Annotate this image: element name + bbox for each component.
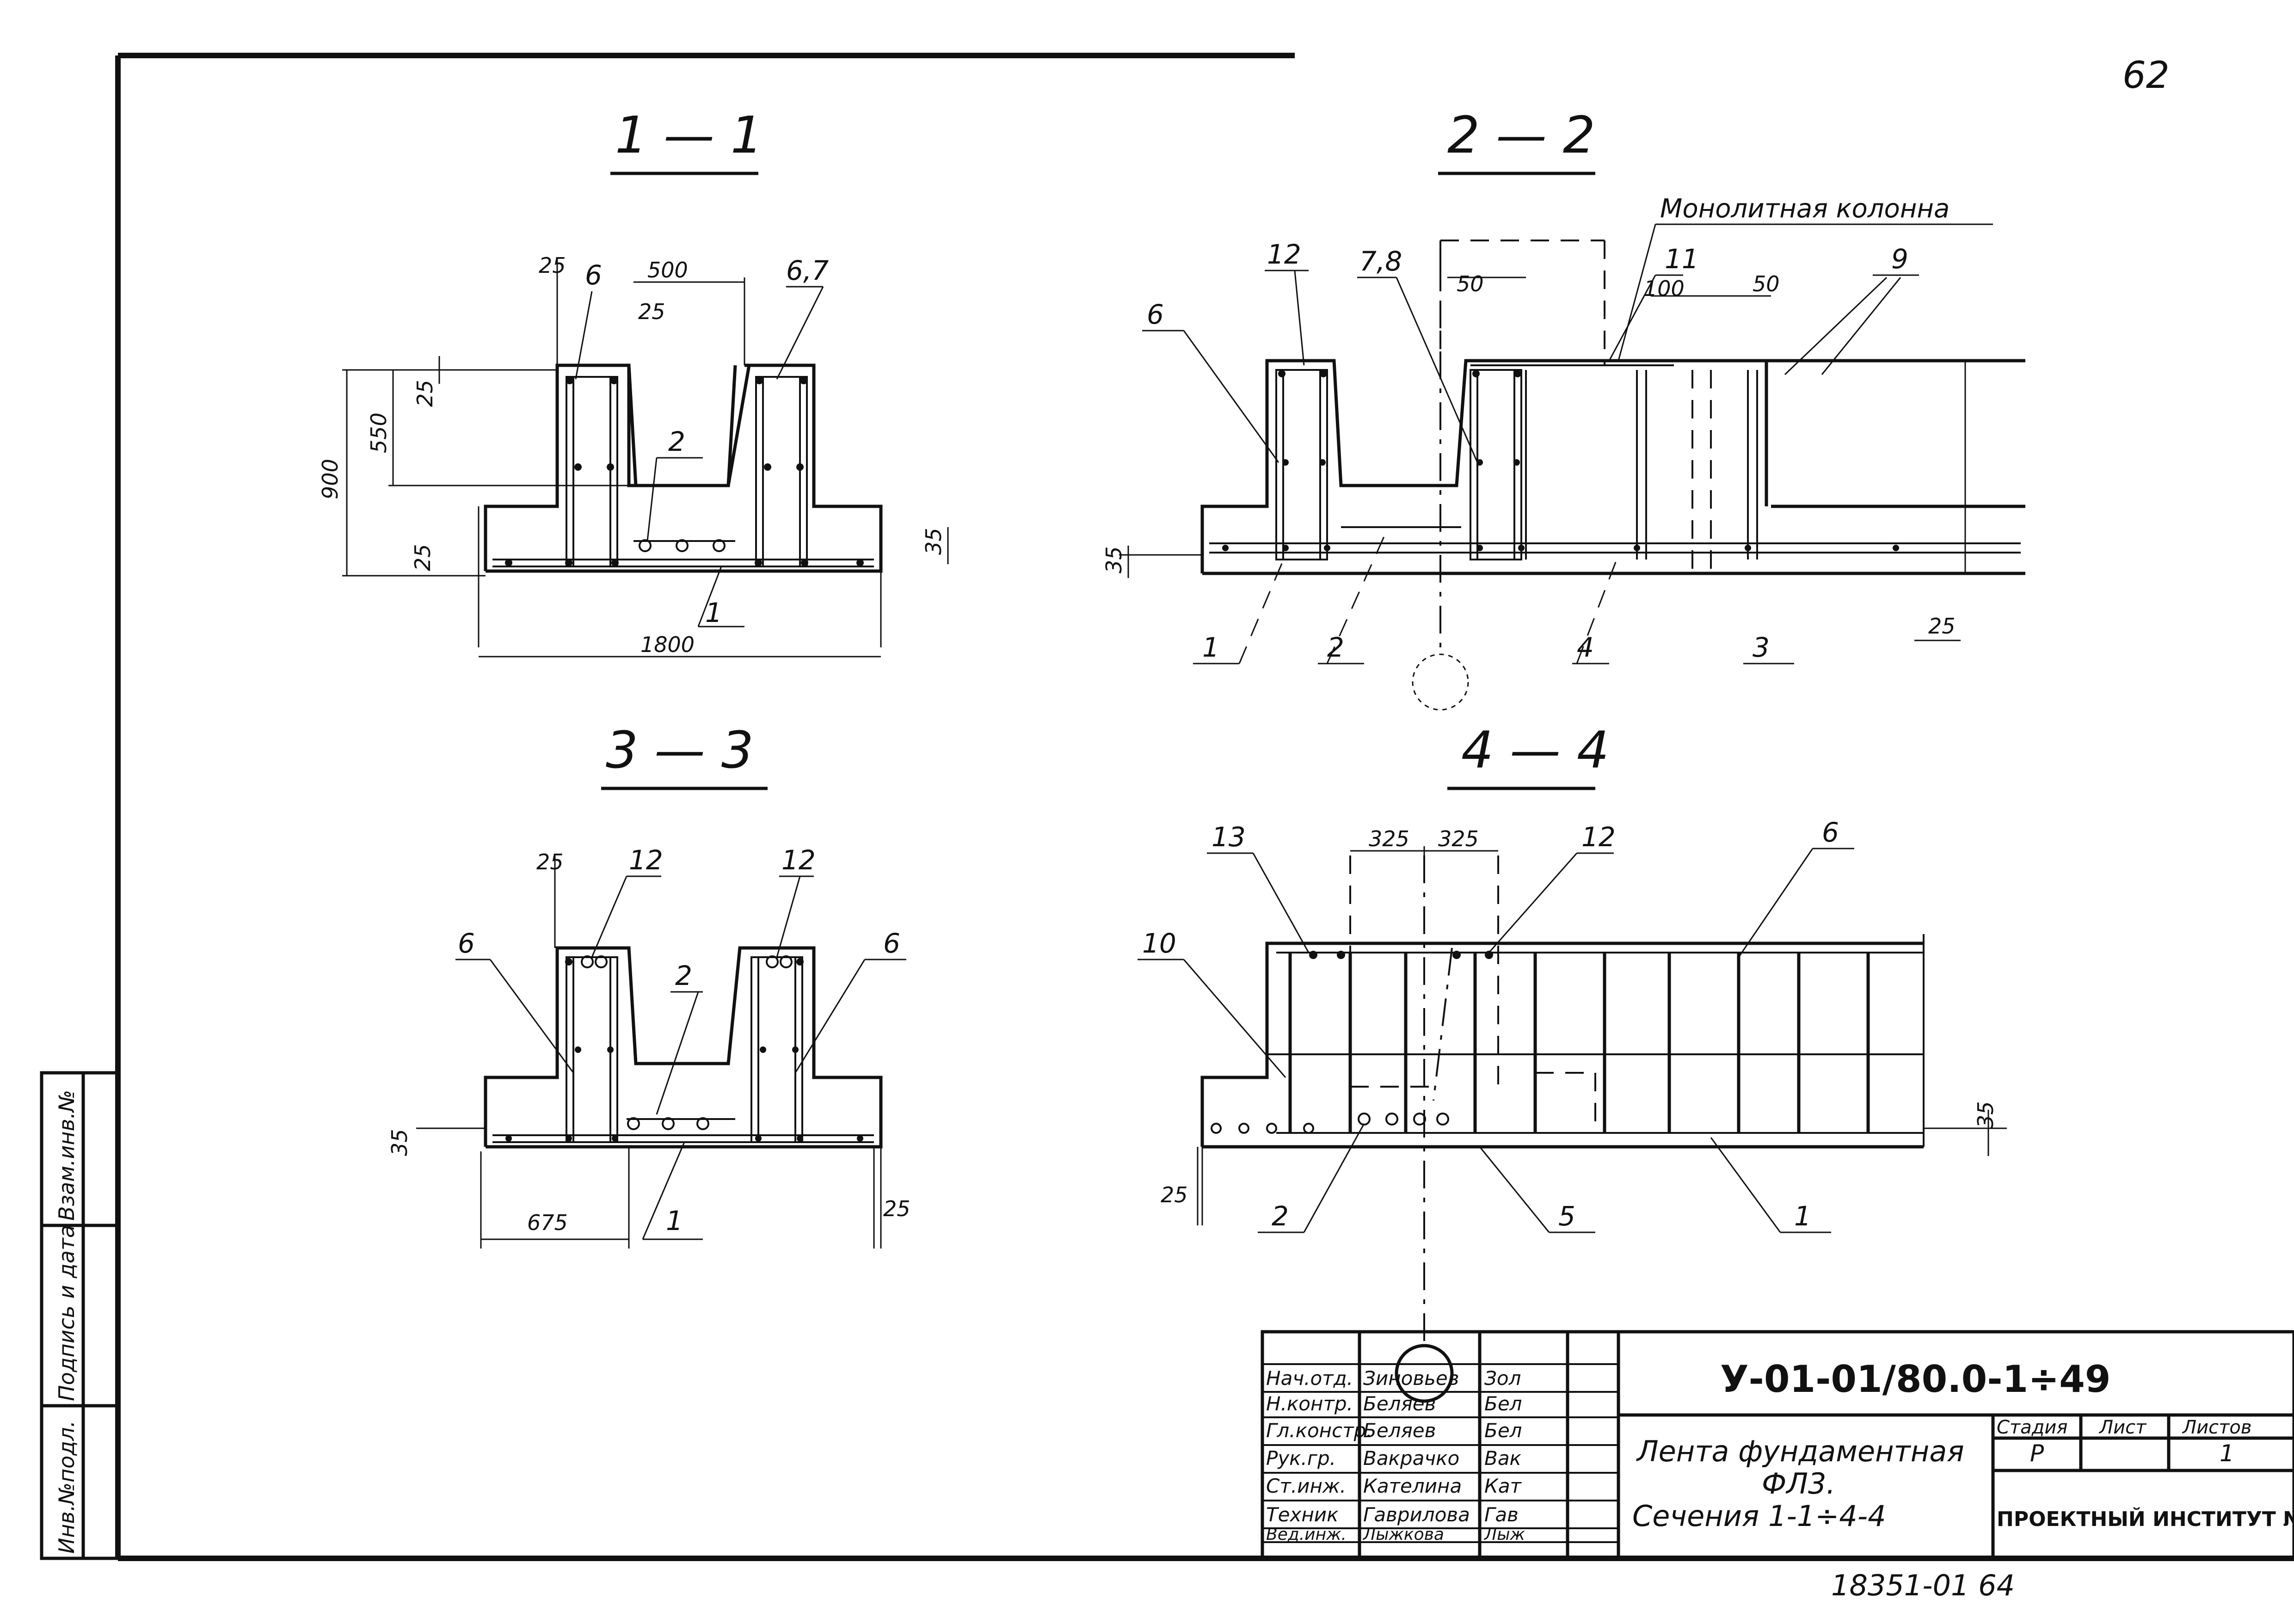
dim-1-1-e: 550: [366, 412, 391, 453]
tb-role-1: Н.контр.: [1266, 1392, 1353, 1415]
dim-1-1-b: 500: [647, 258, 688, 283]
section-title-2-2: 2 — 2: [1447, 105, 1595, 165]
side-stamp: Инв.№подл. Подпись и дата Взам.инв.№: [40, 1071, 120, 1560]
dim-1-1-a: 25: [539, 253, 566, 278]
mark-3-3-12a: 12: [629, 844, 663, 876]
dim-2-2-35: 35: [1101, 546, 1126, 573]
dim-2-2-50b: 50: [1753, 271, 1780, 296]
stamp-podpis-data: Подпись и дата: [54, 1225, 79, 1401]
section-title-3-3: 3 — 3: [606, 720, 754, 780]
archive-number: 18351-01 64: [1831, 1569, 2015, 1602]
tb-role-4: Ст.инж.: [1266, 1475, 1346, 1497]
mark-4-4-1: 1: [1794, 1200, 1811, 1232]
tb-institute: ПРОЕКТНЫЙ ИНСТИТУТ №1: [1997, 1507, 2294, 1531]
mark-4-4-12: 12: [1581, 821, 1616, 853]
tb-role-0: Нач.отд.: [1266, 1367, 1353, 1390]
mark-4-4-10: 10: [1142, 928, 1176, 959]
dim-1-1-h: 35: [921, 528, 946, 555]
tb-desc-2: ФЛ3.: [1762, 1467, 1835, 1501]
dim-3-3-25b: 25: [883, 1196, 910, 1221]
mark-4-4-2: 2: [1272, 1200, 1289, 1232]
mark-1-1-6: 6: [585, 259, 602, 291]
mark-3-3-12b: 12: [781, 844, 816, 876]
tb-sheets-value: 1: [2220, 1440, 2234, 1467]
dim-1-1-f: 900: [318, 459, 343, 499]
dim-1-1-c: 25: [638, 299, 665, 324]
section-1-1: 1 — 1 25: [318, 105, 949, 658]
section-3-3: 3 — 3 25 35 675 25 12 12 6: [387, 720, 910, 1249]
section-2-2: 2 — 2 Монолитная колонна: [1101, 105, 2025, 711]
stamp-inv-podl: Инв.№подл.: [54, 1421, 79, 1554]
mark-2-2-12: 12: [1267, 239, 1301, 270]
mark-2-2-3: 3: [1753, 632, 1770, 663]
dim-2-2-100: 100: [1644, 276, 1685, 301]
tb-name-6: Лыжкова: [1362, 1525, 1444, 1544]
tb-sign-2: Бел: [1484, 1419, 1522, 1442]
tb-role-6: Вед.инж.: [1266, 1525, 1347, 1544]
section-4-4: 4 — 4: [1138, 720, 2007, 1403]
tb-sheet-header: Лист: [2098, 1417, 2147, 1438]
tb-sign-3: Вак: [1484, 1447, 1522, 1470]
tb-sign-6: Лыж: [1483, 1525, 1525, 1544]
dim-4-4-25: 25: [1161, 1182, 1188, 1207]
tb-name-1: Беляев: [1363, 1392, 1436, 1415]
mark-2-2-6: 6: [1147, 299, 1164, 330]
note-monolith-column: Монолитная колонна: [1660, 194, 1950, 224]
mark-3-3-2: 2: [675, 960, 692, 991]
tb-name-4: Кателина: [1363, 1475, 1462, 1497]
tb-name-2: Беляев: [1363, 1419, 1436, 1442]
tb-sign-5: Гав: [1484, 1503, 1519, 1526]
stamp-vzam-inv: Взам.инв.№: [54, 1090, 79, 1221]
mark-2-2-9: 9: [1891, 243, 1908, 275]
mark-3-3-6a: 6: [458, 928, 475, 959]
tb-role-2: Гл.констр.: [1266, 1419, 1372, 1442]
dim-1-1-g: 25: [410, 544, 435, 571]
tb-sign-4: Кат: [1484, 1475, 1522, 1497]
dim-3-3-675: 675: [527, 1210, 568, 1235]
tb-desc-3: Сечения 1-1÷4-4: [1632, 1499, 1886, 1533]
dim-4-4-325a: 325: [1369, 826, 1409, 851]
dim-1-1-i: 1800: [640, 632, 695, 657]
dim-1-1-d: 25: [412, 380, 437, 407]
tb-stage-value: Р: [2030, 1440, 2044, 1467]
section-title-4-4: 4 — 4: [1461, 720, 1609, 780]
tb-stage-header: Стадия: [1997, 1417, 2067, 1438]
page-number: 62: [2122, 54, 2170, 97]
tb-role-5: Техник: [1266, 1503, 1339, 1526]
dim-4-4-325b: 325: [1438, 826, 1479, 851]
tb-name-0: Зиновьев: [1363, 1367, 1459, 1390]
mark-2-2-1: 1: [1202, 632, 1219, 663]
tb-role-3: Рук.гр.: [1266, 1447, 1336, 1470]
tb-sign-1: Бел: [1484, 1392, 1522, 1415]
mark-3-3-6b: 6: [883, 928, 900, 959]
tb-name-5: Гаврилова: [1363, 1503, 1470, 1526]
tb-desc-1: Лента фундаментная: [1636, 1434, 1964, 1468]
dim-2-2-50a: 50: [1457, 271, 1484, 296]
section-title-1-1: 1 — 1: [615, 105, 763, 165]
tb-code: У-01-01/80.0-1÷49: [1720, 1358, 2111, 1401]
mark-1-1-67: 6,7: [786, 255, 829, 286]
title-block: Нач.отд. Зиновьев Зол Н.контр. Беляев Бе…: [1261, 1330, 2294, 1560]
mark-2-2-11: 11: [1665, 243, 1699, 275]
tb-name-3: Вакрачко: [1363, 1447, 1459, 1470]
tb-sign-0: Зол: [1484, 1367, 1521, 1390]
tb-sheets-header: Листов: [2182, 1417, 2251, 1438]
mark-4-4-13: 13: [1212, 821, 1246, 853]
dim-3-3-35: 35: [387, 1129, 412, 1156]
mark-3-3-1: 1: [666, 1205, 683, 1236]
mark-4-4-6: 6: [1822, 817, 1839, 848]
dim-3-3-25a: 25: [536, 849, 564, 874]
dim-2-2-25: 25: [1928, 614, 1956, 639]
mark-2-2-78: 7,8: [1359, 246, 1402, 277]
mark-4-4-5: 5: [1558, 1200, 1575, 1232]
dim-4-4-35: 35: [1973, 1101, 1998, 1128]
mark-1-1-2: 2: [668, 426, 685, 457]
